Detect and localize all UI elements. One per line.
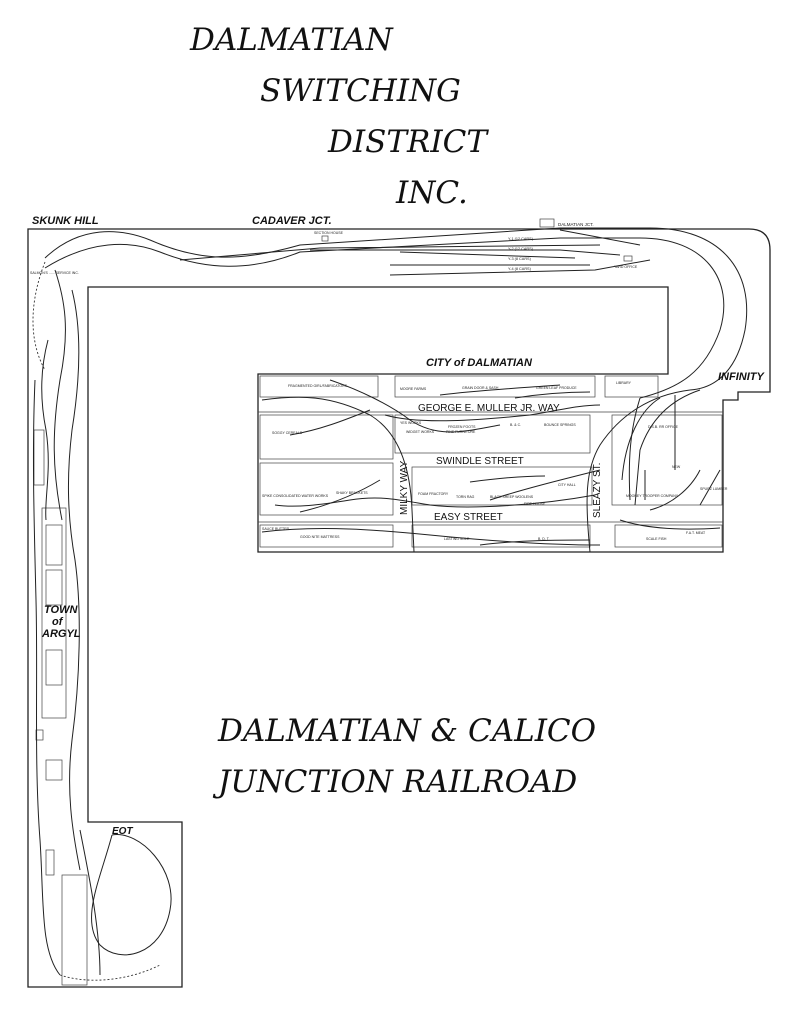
dalmatian-jct-building xyxy=(539,218,555,228)
label-good-nite: GOOD NITE MATTRESS xyxy=(300,535,340,539)
label-yes-works: YES WORKS xyxy=(400,421,422,425)
label-bdt: B. D. T. xyxy=(538,537,550,541)
label-moore: MOORE FARMS xyxy=(400,387,427,391)
label-new: NEW xyxy=(672,465,681,469)
label-yard-3: Y-3 (8 CARS) xyxy=(508,257,532,261)
label-salmon: SALMON'S ...... SERVICE INC. xyxy=(30,271,79,275)
label-shaky: SHAKY BRACKETS xyxy=(336,491,368,495)
label-fire-house: FIRE HOUSE xyxy=(524,502,546,506)
label-frozen: FROZEN FOOTS xyxy=(448,425,476,429)
label-dsb: D.S.B. RR OFFICE xyxy=(648,425,679,429)
label-eot: EOT xyxy=(112,826,133,837)
title-line-3: DISTRICT xyxy=(327,124,489,160)
label-yard-office: YARD OFFICE xyxy=(614,265,638,269)
argyl-blocks xyxy=(33,429,88,986)
label-black-sheep: BLACK SHEEP WOOLENS xyxy=(490,495,534,499)
label-city-hall: CITY HALL xyxy=(558,483,576,487)
label-infinity: INFINITY xyxy=(718,371,765,383)
subtitle-line-1: DALMATIAN & CALICO xyxy=(217,713,596,749)
title-line-1: DALMATIAN xyxy=(189,22,395,58)
tracks xyxy=(32,227,748,981)
label-skunk-hill: SKUNK HILL xyxy=(32,215,99,227)
label-torn-rag: TORN RAG xyxy=(456,495,475,499)
street-swindle: SWINDLE STREET xyxy=(436,456,524,467)
label-spike: SPIKE CONSOLIDATED WATER WORKS xyxy=(262,494,329,498)
label-town-1: TOWN xyxy=(44,604,78,616)
label-library: LIBRARY xyxy=(616,381,632,385)
label-cadaver-jct: CADAVER JCT. xyxy=(252,215,332,227)
street-muller: GEORGE E. MULLER JR. WAY xyxy=(418,403,560,414)
subtitle-line-2: JUNCTION RAILROAD xyxy=(212,764,577,800)
label-scale: SCALE FISH xyxy=(646,537,667,541)
label-lasting: LASTING SOLE xyxy=(444,537,470,541)
label-foam: FOAM FRACTORY xyxy=(418,492,449,496)
label-sauce-butter: SAUCE BUTTER xyxy=(262,527,290,531)
label-bounce: BOUNCE SPRINGS xyxy=(544,423,576,427)
city-blocks xyxy=(258,375,723,548)
title-line-4: INC. xyxy=(395,175,468,211)
section-house-building xyxy=(321,235,329,242)
label-yard-1: Y-1 (12 CARS) xyxy=(508,237,534,241)
label-spurz: SPURZ LUMBER xyxy=(700,487,728,491)
label-fragmented: FRAGMENTED GIRL/FABRICATORS xyxy=(288,384,348,388)
label-widget: WIDGET WORKS xyxy=(406,430,435,434)
yard-office-building xyxy=(623,255,633,262)
label-fat-meat: F.A.T. MEAT xyxy=(686,531,706,535)
label-yard-4: Y-4 (8 CARS) xyxy=(508,267,532,271)
label-soggy: SOGGY CEREALS xyxy=(272,431,303,435)
label-grain-door: GRAIN DOOR & SASH xyxy=(462,386,499,390)
title-line-2: SWITCHING xyxy=(260,73,461,109)
industry-labels: DALMATIAN JCT. SECTION HOUSE Y-1 (12 CAR… xyxy=(30,222,728,541)
label-bsc: B. & C. xyxy=(510,423,521,427)
label-yard-2: Y-2 (12 CARS) xyxy=(508,247,534,251)
label-section-house: SECTION HOUSE xyxy=(314,231,344,235)
label-town-2: of xyxy=(52,616,64,628)
street-sleazy: SLEAZY ST. xyxy=(592,463,603,518)
label-green-leaf: GREEN LEAF PRODUCE xyxy=(536,386,577,390)
street-easy: EASY STREET xyxy=(434,512,503,523)
label-town-3: ARGYL xyxy=(41,628,81,640)
label-pine: PINE FURNITURE xyxy=(446,430,476,434)
street-milky: MILKY WAY xyxy=(399,460,410,515)
label-city: CITY of DALMATIAN xyxy=(426,357,533,369)
label-mooney: MOONEY TROOPER COMPANY xyxy=(626,494,679,498)
label-dalmatian-jct: DALMATIAN JCT. xyxy=(558,222,594,227)
benchwork-outline xyxy=(27,228,771,988)
